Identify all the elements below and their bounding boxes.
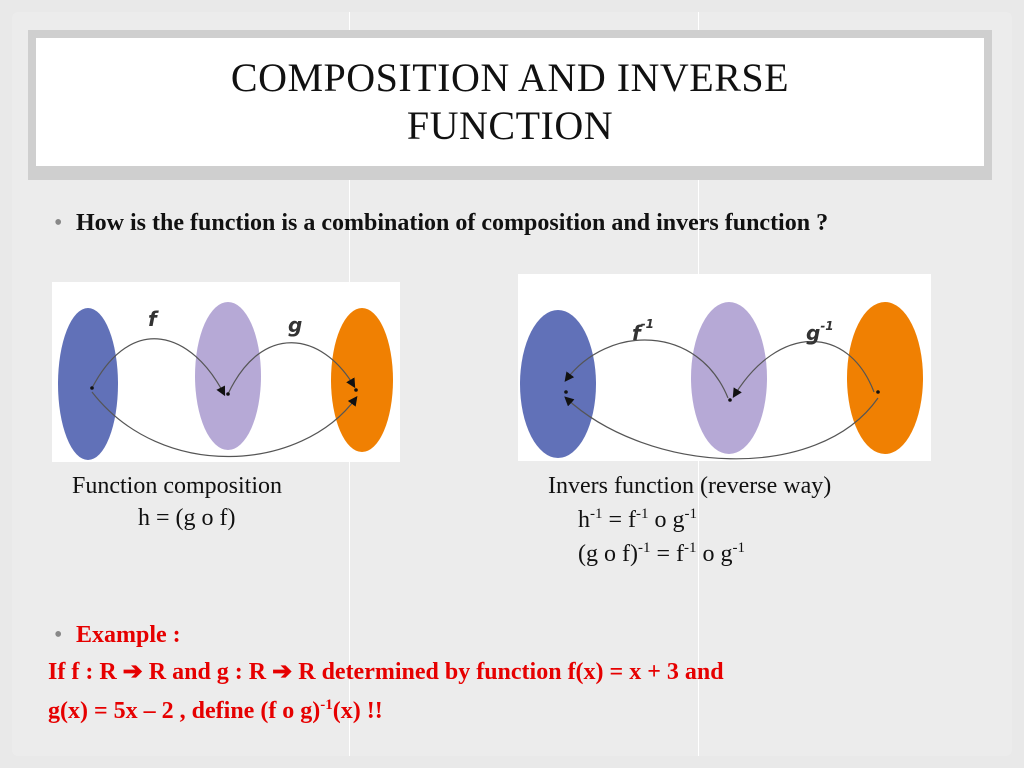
- page-title: COMPOSITION AND INVERSE FUNCTION: [230, 55, 790, 148]
- label-f-inverse: f-1: [632, 317, 654, 345]
- arrow-icon: ➔: [122, 659, 143, 685]
- composition-formula: h = (g o f): [138, 505, 236, 531]
- label-g-inverse: g-1: [806, 319, 834, 345]
- title-frame: COMPOSITION AND INVERSE FUNCTION: [28, 30, 992, 180]
- label-g: g: [288, 313, 302, 337]
- arrow-f-inverse: [564, 339, 729, 399]
- question-text: How is the function is a combination of …: [76, 210, 829, 236]
- arrow-icon: ➔: [272, 659, 293, 685]
- composition-diagram: f g: [52, 282, 400, 462]
- example-label: Example :: [76, 622, 181, 648]
- arrow-h-inverse: [564, 396, 879, 460]
- middle-set-ellipse: [691, 302, 767, 454]
- question-bullet: • How is the function is a combination o…: [54, 206, 956, 241]
- inverse-diagram-svg: f-1 g-1: [520, 302, 923, 460]
- inverse-diagram: f-1 g-1: [518, 274, 931, 461]
- arrow-g-inverse: [732, 340, 875, 399]
- label-f: f: [148, 307, 159, 331]
- example-problem-line2: g(x) = 5x – 2 , define (f o g)-1(x) !!: [48, 697, 383, 725]
- bullet-icon: •: [54, 622, 63, 648]
- composition-caption: Function composition: [72, 473, 282, 499]
- codomain-set-ellipse: [331, 308, 393, 452]
- example-problem-line1: If f : R ➔ R and g : R ➔ R determined by…: [48, 659, 724, 685]
- arrow-h: [91, 391, 358, 458]
- domain-set-ellipse: [520, 310, 596, 458]
- inverse-formula-h: h-1 = f-1 o g-1: [578, 506, 698, 534]
- middle-set-ellipse: [195, 302, 261, 450]
- arrow-g: [227, 342, 356, 395]
- title-box: COMPOSITION AND INVERSE FUNCTION: [36, 38, 984, 166]
- example-bullet: • Example :: [54, 618, 181, 653]
- codomain-set-ellipse: [847, 302, 923, 454]
- slide: COMPOSITION AND INVERSE FUNCTION • How i…: [12, 12, 1012, 756]
- bullet-icon: •: [54, 210, 63, 236]
- domain-set-ellipse: [58, 308, 118, 460]
- arrow-f: [91, 338, 226, 397]
- inverse-formula-gof: (g o f)-1 = f-1 o g-1: [578, 540, 746, 568]
- inverse-caption: Invers function (reverse way): [548, 473, 832, 499]
- composition-diagram-svg: f g: [58, 302, 393, 460]
